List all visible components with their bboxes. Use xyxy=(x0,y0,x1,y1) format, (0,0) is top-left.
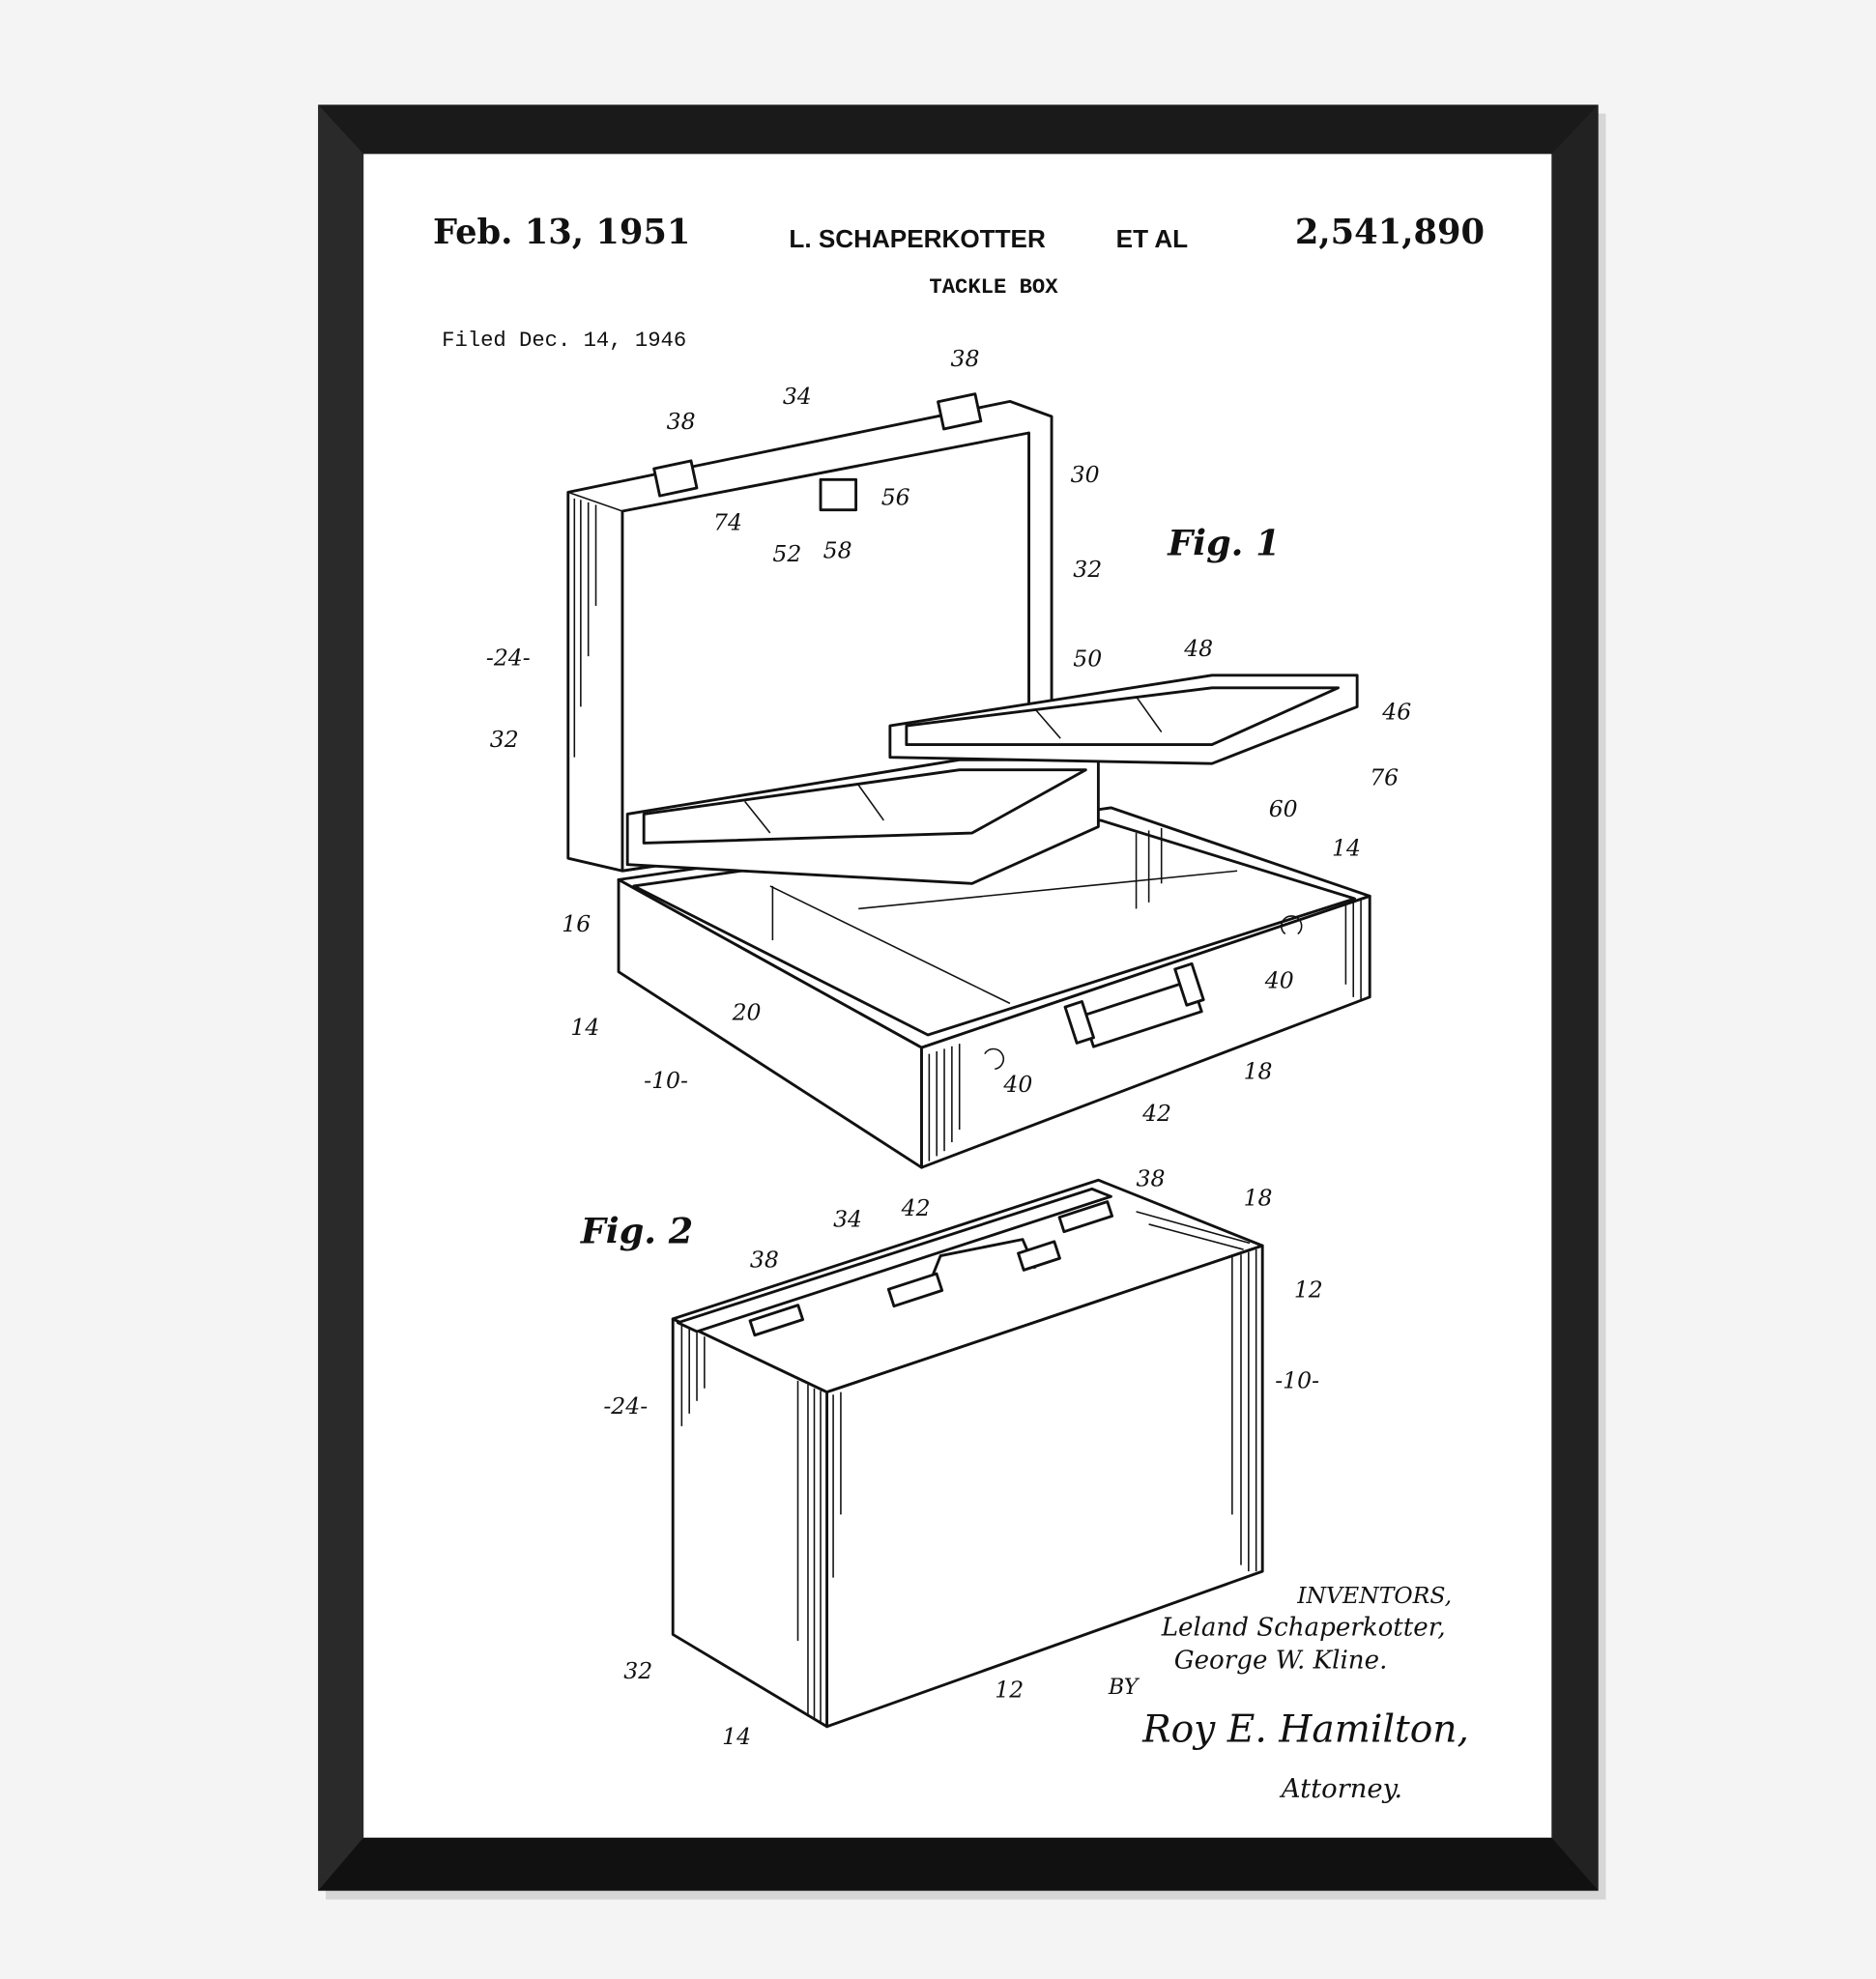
inventors-label: INVENTORS, xyxy=(1296,1582,1452,1609)
by-label: BY xyxy=(1108,1675,1140,1700)
reference-numeral: 42 xyxy=(1141,1100,1171,1127)
reference-numeral: 30 xyxy=(1071,461,1100,488)
reference-numeral: 14 xyxy=(722,1723,751,1750)
inventor-name: L. SCHAPERKOTTER xyxy=(789,224,1046,253)
reference-numeral: 56 xyxy=(881,483,910,510)
reference-numeral: 48 xyxy=(1183,635,1213,662)
figure-1-drawing xyxy=(566,392,1371,1169)
reference-numeral: 58 xyxy=(823,536,852,563)
reference-numeral: 12 xyxy=(995,1677,1024,1704)
reference-numeral: 32 xyxy=(1073,556,1102,583)
inventor-2-name: George W. Kline. xyxy=(1174,1647,1388,1676)
reference-numeral: 60 xyxy=(1269,795,1298,822)
reference-numeral: -24- xyxy=(603,1392,648,1420)
reference-numeral: 38 xyxy=(667,408,696,435)
et-al: ET AL xyxy=(1116,224,1189,253)
reference-numeral: 38 xyxy=(750,1246,779,1273)
signature-block: INVENTORS, Leland Schaperkotter, George … xyxy=(1108,1582,1469,1804)
figure-2-drawing xyxy=(671,1178,1264,1729)
reference-numeral: 14 xyxy=(1332,835,1361,862)
reference-numeral: 32 xyxy=(490,726,519,753)
attorney-signature: Roy E. Hamilton, xyxy=(1141,1707,1469,1751)
reference-numeral: 40 xyxy=(1002,1071,1032,1098)
reference-numeral: 18 xyxy=(1244,1184,1273,1211)
patent-date: Feb. 13, 1951 xyxy=(433,213,690,252)
reference-numeral: 74 xyxy=(713,509,742,536)
reference-numeral: -10- xyxy=(1275,1367,1319,1394)
reference-numeral: 42 xyxy=(901,1194,931,1221)
attorney-label: Attorney. xyxy=(1279,1774,1402,1804)
patent-number: 2,541,890 xyxy=(1295,213,1485,252)
reference-numeral: 34 xyxy=(783,383,812,410)
reference-numeral: 38 xyxy=(1137,1165,1166,1192)
reference-numeral: 18 xyxy=(1244,1058,1273,1085)
figure-2-reference-numerals: 38 18 34 42 38 12 -10- -24- 32 14 12 xyxy=(603,1165,1322,1750)
reference-numeral: 16 xyxy=(562,910,591,937)
reference-numeral: -10- xyxy=(644,1067,688,1094)
patent-title: TACKLE BOX xyxy=(929,275,1058,300)
inventor-1-name: Leland Schaperkotter, xyxy=(1161,1614,1446,1643)
reference-numeral: 46 xyxy=(1381,698,1411,725)
reference-numeral: 14 xyxy=(570,1014,599,1041)
reference-numeral: 38 xyxy=(951,345,980,372)
reference-numeral: 40 xyxy=(1264,967,1294,994)
reference-numeral: 52 xyxy=(772,540,801,567)
reference-numeral: 20 xyxy=(732,998,762,1025)
figure-1-reference-numerals: 38 34 38 30 56 74 52 58 32 -24- 32 50 48… xyxy=(486,345,1411,1127)
reference-numeral: 50 xyxy=(1073,645,1102,673)
reference-numeral: 34 xyxy=(833,1206,862,1233)
reference-numeral: 76 xyxy=(1370,763,1399,790)
figure-2-label: Fig. 2 xyxy=(580,1211,693,1252)
filed-date: Filed Dec. 14, 1946 xyxy=(442,329,686,353)
reference-numeral: 32 xyxy=(623,1657,652,1684)
reference-numeral: 12 xyxy=(1294,1276,1323,1304)
figure-1-label: Fig. 1 xyxy=(1167,523,1280,564)
reference-numeral: -24- xyxy=(486,644,531,671)
